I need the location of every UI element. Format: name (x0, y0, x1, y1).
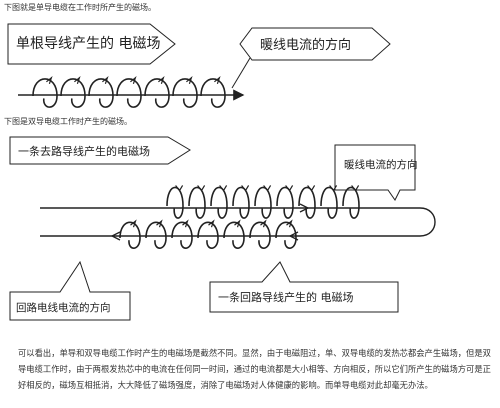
forward-coil-loop (276, 186, 294, 219)
return-coil-loop-arrow (182, 219, 189, 228)
return-coil-loop-arrow (130, 219, 137, 228)
return-coil-loop-arrow (208, 219, 215, 228)
forward-coil-loop-arrow (307, 185, 316, 192)
forward-coil-loop (254, 186, 272, 219)
forward-coil-loop (232, 186, 250, 219)
single-coil-loop (116, 78, 142, 108)
return-arrowhead-left (110, 231, 121, 241)
caption-double-cable: 下图是双导电缆工作时产生的磁场。 (4, 117, 132, 126)
forward-coil-loop-arrow (175, 185, 184, 192)
return-coil-loop (249, 221, 271, 249)
double-cable-coils (119, 185, 360, 249)
single-cable-coils (32, 76, 226, 108)
return-coil-loop-arrow (156, 219, 163, 228)
single-current-label-box (239, 27, 391, 61)
return-coil-loop (275, 221, 297, 249)
return-current-label-box (9, 260, 131, 321)
single-coil-loop (172, 78, 198, 108)
return-field-label: 一条回路导线产生的 电磁场 (218, 290, 354, 304)
forward-coil-loop (210, 186, 228, 219)
forward-coil-loop (342, 186, 360, 219)
single-coil-loop-arrow (158, 76, 165, 84)
forward-coil-loop-arrow (241, 185, 250, 192)
double-current-label: 暖线电流的方向 (344, 158, 418, 171)
single-coil-loop (200, 78, 226, 108)
single-current-pointer (231, 57, 251, 89)
single-coil-loop-arrow (214, 76, 221, 84)
return-arrowhead-mid (288, 231, 299, 241)
single-coil-loop (88, 78, 114, 108)
return-coil-loop (119, 221, 141, 249)
explanation-paragraph: 可以看出，单导和双导电缆工作时产生的电磁场是截然不同。显然，由于电磁阻过，单、双… (18, 348, 491, 390)
return-field-label-box (209, 261, 399, 313)
single-current-label: 暖线电流的方向 (260, 37, 351, 53)
return-current-label: 回路电线电流的方向 (16, 301, 111, 314)
forward-coil-loop (188, 186, 206, 219)
single-cable-diagram: 单根导线产生的 电磁场 暖线电流的方向 (7, 23, 391, 108)
cable-field-diagram: 单根导线产生的 电磁场 暖线电流的方向 一条去路导线产生的电磁场 暖线电流的方向… (7, 23, 436, 321)
double-cable-diagram: 一条去路导线产生的电磁场 暖线电流的方向 回路电线电流的方向 一条回路导线产生的… (9, 136, 436, 321)
return-coil-loop-arrow (286, 219, 293, 228)
single-field-label-box (7, 23, 176, 65)
return-cable-line (40, 207, 436, 237)
forward-coil-loop-arrow (351, 185, 360, 192)
loop-field-label-box (9, 136, 191, 165)
forward-coil-loop-arrow (197, 185, 206, 192)
forward-coil-loop (166, 186, 184, 219)
forward-coil-loop-arrow (219, 185, 228, 192)
single-coil-loop-arrow (130, 76, 137, 84)
return-coil-loop (197, 221, 219, 249)
forward-coil-loop-arrow (329, 185, 338, 192)
return-coil-loop-arrow (260, 219, 267, 228)
single-coil-loop (60, 78, 86, 108)
loop-field-label: 一条去路导线产生的电磁场 (18, 144, 150, 158)
forward-coil-loop (298, 186, 316, 219)
forward-coil-loop-arrow (263, 185, 272, 192)
forward-coil-loop-arrow (285, 185, 294, 192)
single-coil-loop-arrow (186, 76, 193, 84)
single-coil-loop-arrow (102, 76, 109, 84)
return-coil-loop (223, 221, 245, 249)
forward-coil-loop (320, 186, 338, 219)
single-coil-loop-arrow (46, 76, 53, 84)
caption-single-cable: 下图就是单导电缆在工作时所产生的磁场。 (4, 3, 156, 12)
return-coil-loop (145, 221, 167, 249)
single-coil-loop (144, 78, 170, 108)
single-coil-loop (32, 78, 58, 108)
return-coil-loop (171, 221, 193, 249)
single-field-label: 单根导线产生的 电磁场 (16, 36, 160, 52)
forward-arrowhead (299, 203, 310, 213)
return-coil-loop-arrow (234, 219, 241, 228)
double-current-label-box (334, 144, 416, 201)
single-coil-loop-arrow (74, 76, 81, 84)
